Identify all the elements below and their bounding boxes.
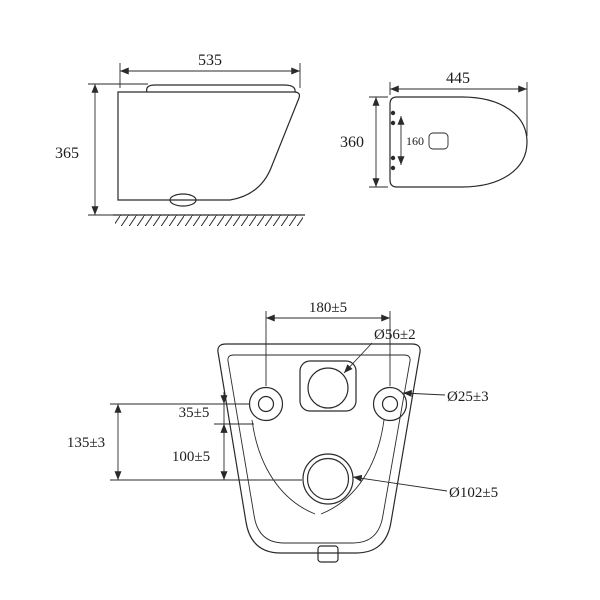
- hinge-hole-dot: [390, 110, 396, 116]
- dim-label-inlet-diameter: Ø56±2: [374, 327, 416, 343]
- dim-top-depth: 360: [340, 96, 388, 188]
- drain-tab: [317, 545, 339, 563]
- dim-label-lower-offset: 100±5: [172, 449, 210, 465]
- top-view-outline: [389, 96, 528, 188]
- label-inlet-diameter: Ø56±2: [343, 327, 416, 374]
- dim-lower-offset: 100±5: [172, 424, 228, 480]
- bolt-hole-left-inner: [257, 395, 275, 413]
- dim-bolt-spacing: 180±5: [265, 300, 391, 386]
- dim-label-side-width: 535: [198, 52, 222, 69]
- inlet-recess: [299, 360, 357, 412]
- dim-label-upper-offset: 35±5: [179, 405, 210, 421]
- trap-outlet: [169, 193, 197, 207]
- rear-inner-contour: [227, 354, 411, 544]
- toilet-body-outline: [117, 91, 301, 201]
- toilet-lid: [146, 84, 296, 93]
- flush-valve: [428, 132, 449, 150]
- rear-view: 180±5 Ø56±2 Ø25±3 Ø102±5 35±5 100±5: [67, 300, 498, 563]
- dim-label-top-width: 445: [446, 70, 470, 87]
- label-outlet-diameter: Ø102±5: [352, 474, 498, 501]
- hinge-hole-dot: [390, 120, 396, 126]
- dim-total-offset: 135±3: [67, 404, 122, 480]
- dim-label-outlet-diameter: Ø102±5: [449, 485, 498, 501]
- hinge-hole-dot: [390, 155, 396, 161]
- bolt-hole-left-outer: [248, 386, 284, 422]
- label-bolt-diameter: Ø25±3: [402, 389, 489, 405]
- floor-hatch: [115, 215, 303, 226]
- dim-label-bolt-spacing: 180±5: [309, 300, 347, 316]
- dim-label-hinge-spacing: 160: [406, 134, 424, 148]
- dim-hinge-spacing: 160: [397, 116, 424, 165]
- bolt-hole-right-inner: [381, 395, 399, 413]
- dim-label-top-depth: 360: [340, 134, 364, 151]
- dim-side-width: 535: [119, 52, 301, 88]
- leader-line: [402, 389, 446, 397]
- leader-line: [352, 474, 448, 492]
- dim-label-side-height: 365: [55, 145, 79, 162]
- hinge-hole-dot: [390, 165, 396, 171]
- leader-line: [343, 342, 373, 374]
- dim-upper-offset: 35±5: [179, 392, 228, 436]
- dim-top-width: 445: [389, 70, 528, 136]
- rear-outline: [217, 343, 421, 554]
- outlet-hole-outer: [302, 453, 354, 505]
- dim-side-height: 365: [55, 83, 148, 216]
- inlet-hole: [307, 367, 349, 409]
- panel-arc-left: [251, 419, 316, 515]
- top-view: 160 445 360: [340, 70, 528, 188]
- dim-label-bolt-diameter: Ø25±3: [447, 389, 489, 405]
- outlet-hole-inner: [306, 457, 350, 501]
- dim-label-total-offset: 135±3: [67, 435, 105, 451]
- side-view: 535 365: [55, 52, 305, 226]
- bolt-hole-right-outer: [372, 386, 408, 422]
